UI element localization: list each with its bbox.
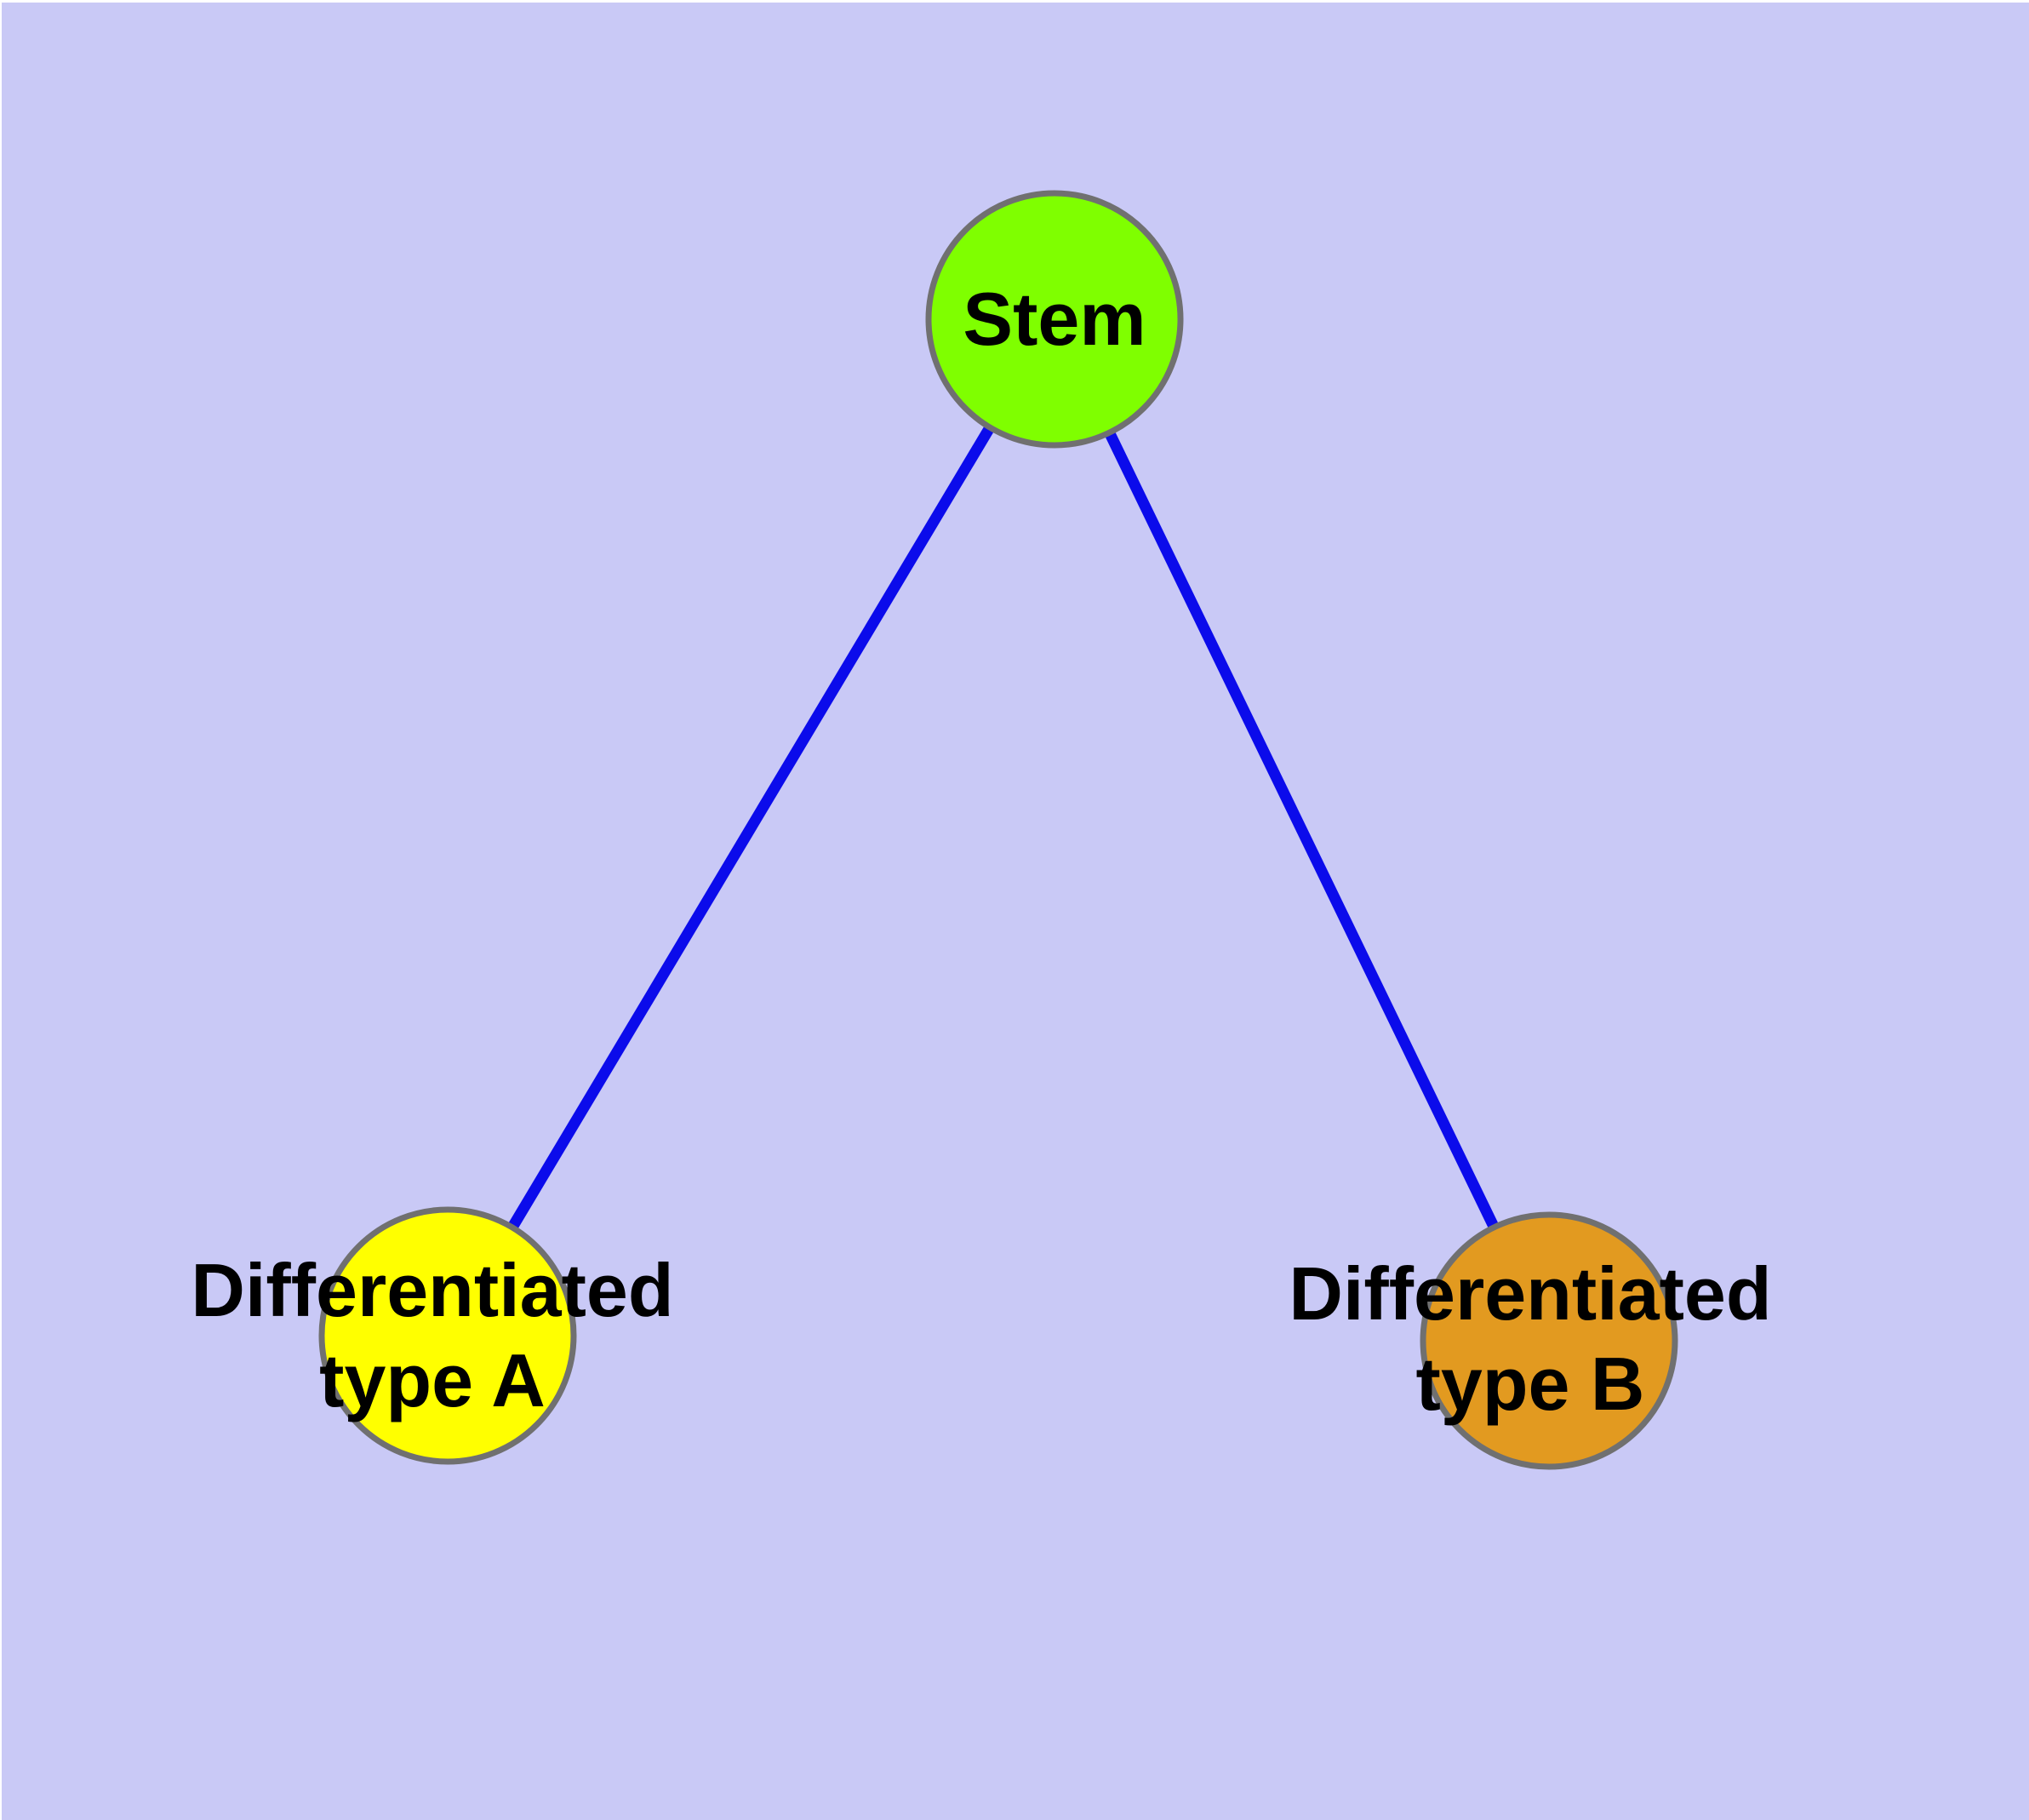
node-label-type-a-line2: type A	[319, 1338, 546, 1422]
node-circle-type-a	[318, 1206, 577, 1465]
edge-stem-type-b	[1049, 317, 1554, 1343]
node-circle-type-b	[1420, 1211, 1678, 1470]
graph-svg	[318, 190, 1678, 1470]
node-label-type-b: Differentiated type B	[1289, 1249, 1771, 1429]
node-label-stem: Stem	[963, 274, 1146, 364]
figure-canvas: Stem Differentiated type A Differentiate…	[2, 3, 2029, 1820]
node-label-type-a: Differentiated type A	[191, 1245, 673, 1426]
node-label-type-b-line1: Differentiated	[1289, 1251, 1772, 1336]
node-label-type-b-line2: type B	[1415, 1342, 1645, 1426]
edge-stem-type-a	[443, 316, 1060, 1339]
node-circle-stem	[925, 190, 1184, 449]
node-label-type-a-line1: Differentiated	[191, 1248, 674, 1332]
node-label-stem-text: Stem	[963, 277, 1146, 361]
